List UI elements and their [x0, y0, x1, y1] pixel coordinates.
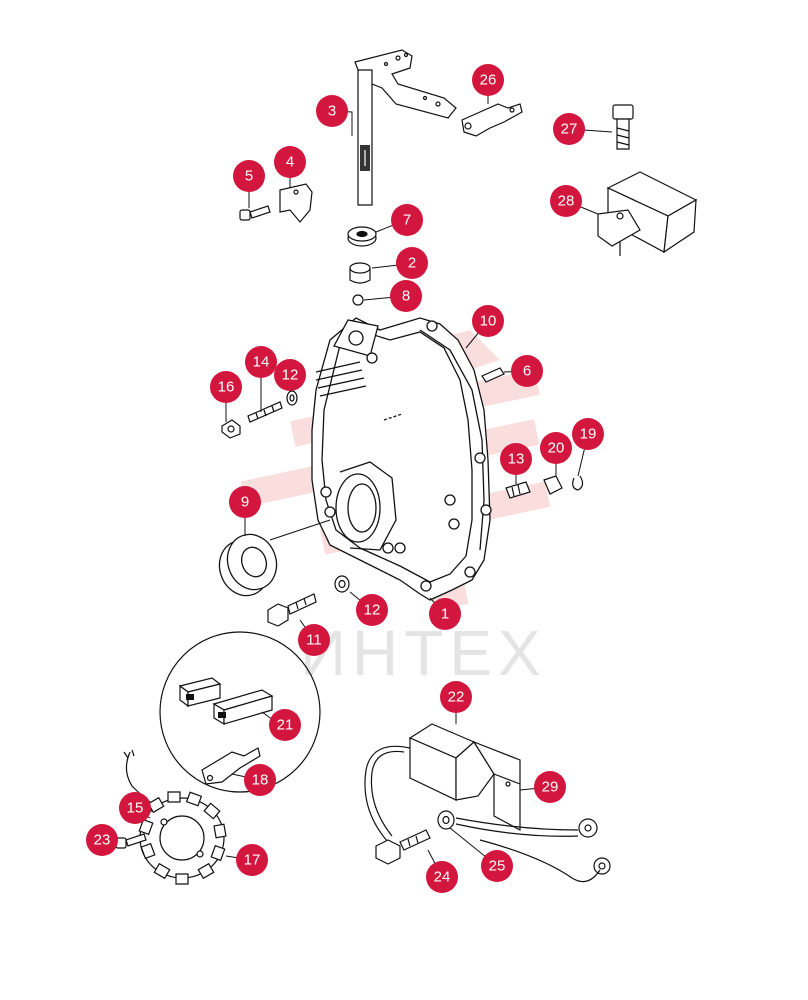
part-bolt-14 [248, 402, 282, 422]
part-module-28 [598, 172, 696, 256]
callout-24-label: 24 [434, 869, 451, 886]
callout-9-label: 9 [241, 494, 249, 511]
callout-16: 16 [210, 371, 242, 403]
callout-20: 20 [540, 432, 572, 464]
part-stator-17 [139, 792, 226, 884]
callout-5: 5 [233, 160, 265, 192]
inset-brushes [160, 632, 320, 792]
callout-14: 14 [245, 346, 277, 378]
callout-12b: 12 [356, 594, 388, 626]
part-washer-25 [438, 811, 454, 829]
callout-12a: 12 [274, 359, 306, 391]
callout-27: 27 [553, 113, 585, 145]
part-nut-16 [222, 420, 240, 438]
callout-12b-label: 12 [364, 602, 381, 619]
part-bolt-27 [613, 105, 633, 149]
part-ground-wire [365, 746, 610, 881]
callout-18: 18 [244, 764, 276, 796]
callout-10: 10 [472, 305, 504, 337]
part-bolt-24 [376, 830, 430, 864]
callouts: 1 2 3 4 5 6 7 8 9 10 11 12 12 13 14 15 1… [86, 64, 604, 893]
callout-16-label: 16 [218, 379, 235, 396]
part-washer-12b [335, 576, 349, 592]
callout-27-label: 27 [561, 121, 578, 138]
callout-20-label: 20 [548, 440, 565, 457]
callout-21-label: 21 [277, 717, 294, 734]
callout-11-label: 11 [306, 632, 322, 649]
part-bracket-4 [280, 184, 312, 222]
callout-24: 24 [426, 861, 458, 893]
callout-19-label: 19 [580, 426, 597, 443]
callout-9: 9 [229, 486, 261, 518]
callout-29: 29 [534, 771, 566, 803]
callout-22-label: 22 [448, 689, 465, 706]
callout-25-label: 25 [489, 858, 506, 875]
callout-21: 21 [269, 709, 301, 741]
callout-6: 6 [511, 355, 543, 387]
callout-6-label: 6 [523, 363, 531, 380]
callout-15-label: 15 [127, 800, 144, 817]
callout-12a-label: 12 [282, 367, 299, 384]
part-bushing-2 [350, 263, 370, 283]
callout-8: 8 [390, 280, 422, 312]
callout-3-label: 3 [328, 103, 336, 120]
callout-7: 7 [391, 204, 423, 236]
callout-4: 4 [274, 146, 306, 178]
callout-26: 26 [472, 64, 504, 96]
callout-28: 28 [550, 185, 582, 217]
callout-25: 25 [481, 850, 513, 882]
callout-13: 13 [500, 443, 532, 475]
callout-2: 2 [396, 247, 428, 279]
part-plate-29 [494, 774, 520, 786]
part-bolt-11 [268, 594, 316, 626]
callout-19: 19 [572, 418, 604, 450]
callout-18-label: 18 [252, 772, 269, 789]
callout-14-label: 14 [253, 354, 270, 371]
callout-4-label: 4 [286, 154, 294, 171]
callout-15: 15 [119, 792, 151, 824]
callout-17: 17 [236, 844, 268, 876]
part-throttle-shaft [355, 50, 456, 205]
callout-26-label: 26 [480, 72, 497, 89]
part-clip-19 [573, 476, 583, 490]
part-screw-5 [240, 206, 270, 220]
part-link [462, 104, 522, 136]
callout-5-label: 5 [245, 168, 253, 185]
part-ring-8 [353, 295, 363, 305]
callout-23: 23 [86, 824, 118, 856]
callout-8-label: 8 [402, 288, 410, 305]
part-washer-12a [287, 391, 297, 405]
part-oil-seal-9 [212, 527, 284, 602]
watermark-text: ИНТЕХ [300, 617, 547, 689]
part-cover-1 [312, 318, 491, 600]
part-washer-7 [348, 227, 376, 246]
callout-10-label: 10 [480, 313, 497, 330]
callout-22: 22 [440, 681, 472, 713]
callout-7-label: 7 [403, 212, 411, 229]
part-stud-13 [506, 482, 530, 498]
callout-28-label: 28 [558, 193, 575, 210]
part-ignition-module-22 [410, 724, 520, 830]
callout-17-label: 17 [244, 852, 261, 869]
callout-1-label: 1 [441, 606, 449, 623]
callout-1: 1 [429, 598, 461, 630]
part-pin-6 [482, 368, 504, 382]
callout-11: 11 [298, 624, 330, 656]
callout-13-label: 13 [508, 451, 525, 468]
callout-29-label: 29 [542, 779, 559, 796]
callout-2-label: 2 [408, 255, 416, 272]
part-cap-20 [544, 476, 562, 494]
callout-23-label: 23 [94, 832, 111, 849]
callout-3: 3 [316, 95, 348, 127]
